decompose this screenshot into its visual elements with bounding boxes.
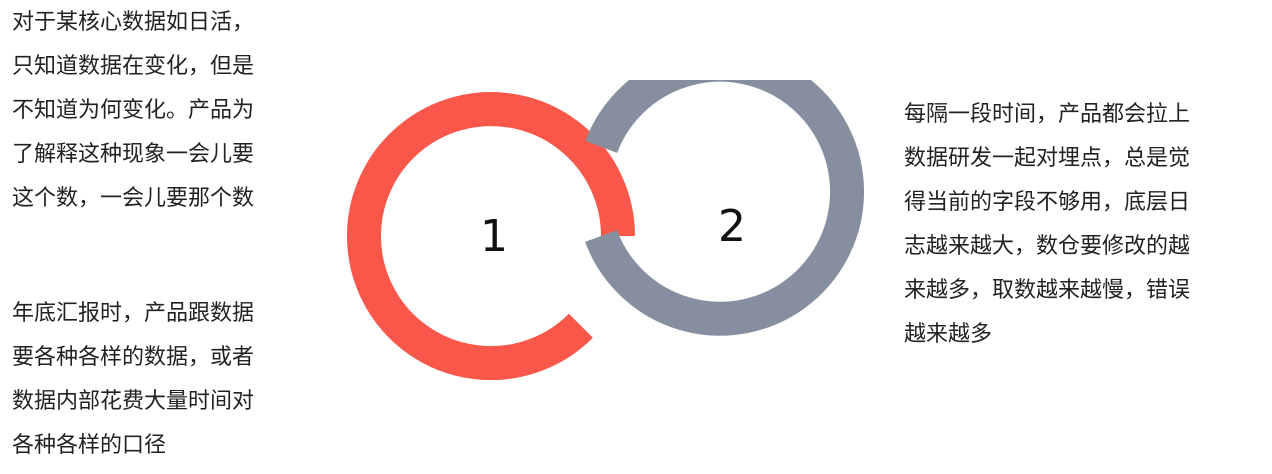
- rings-diagram: 1 2: [347, 80, 865, 381]
- ring-2: [585, 80, 865, 336]
- text-line: 只知道数据在变化，但是: [12, 54, 255, 79]
- text-line: 志越来越大，数仓要修改的越: [904, 234, 1191, 259]
- text-line: 不知道为何变化。产品为: [12, 98, 255, 123]
- text-line: 得当前的字段不够用，底层日: [904, 190, 1191, 215]
- right-text: 每隔一段时间，产品都会拉上 数据研发一起对埋点，总是觉 得当前的字段不够用，底层…: [904, 93, 1190, 357]
- text-line: 数据研发一起对埋点，总是觉: [904, 146, 1191, 171]
- left-top-text: 对于某核心数据如日活， 只知道数据在变化，但是 不知道为何变化。产品为 了解释这…: [12, 1, 254, 221]
- left-bottom-text: 年底汇报时，产品跟数据 要各种各样的数据，或者 数据内部花费大量时间对 各种各样…: [12, 292, 254, 468]
- text-line: 年底汇报时，产品跟数据: [12, 301, 255, 326]
- text-line: 越来越多: [904, 322, 993, 347]
- text-line: 数据内部花费大量时间对: [12, 389, 255, 414]
- text-line: 对于某核心数据如日活，: [12, 10, 255, 35]
- ring-2-number: 2: [718, 201, 746, 252]
- text-line: 这个数，一会儿要那个数: [12, 186, 255, 211]
- text-line: 要各种各样的数据，或者: [12, 345, 255, 370]
- text-line: 了解释这种现象一会儿要: [12, 142, 255, 167]
- text-line: 每隔一段时间，产品都会拉上: [904, 102, 1191, 127]
- ring-1-number: 1: [480, 211, 508, 262]
- text-line: 来越多，取数越来越慢，错误: [904, 278, 1191, 303]
- ring-1: [347, 92, 635, 381]
- text-line: 各种各样的口径: [12, 433, 167, 458]
